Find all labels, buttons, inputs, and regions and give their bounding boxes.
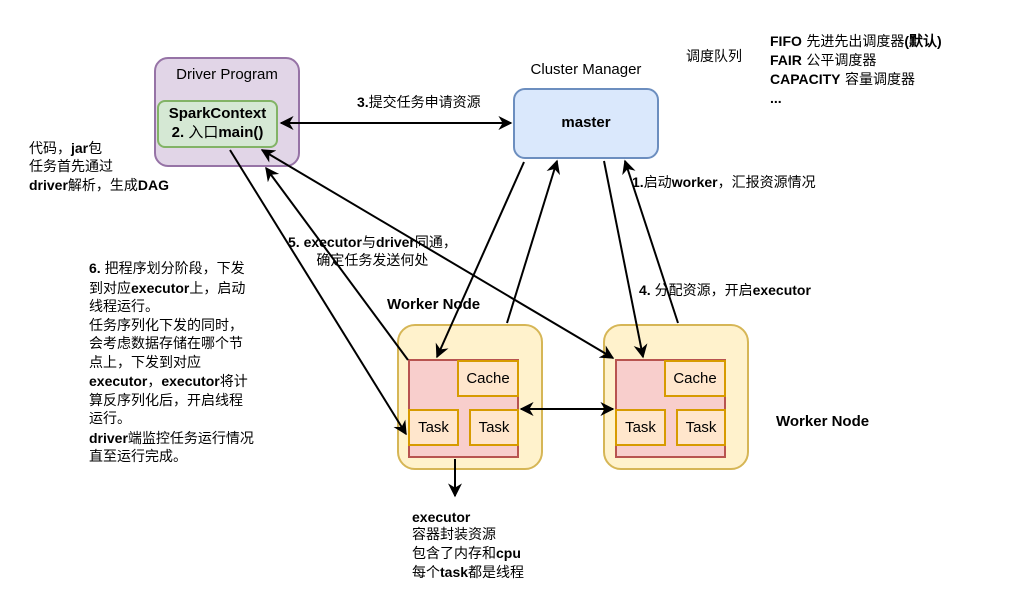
arrow-worker1-to-driver — [265, 166, 409, 361]
scheduler-item-more: ... — [770, 90, 782, 106]
step4-label: 4. 分配资源，开启executor — [639, 282, 811, 299]
task-2b[interactable]: Task — [676, 409, 726, 446]
cache-2[interactable]: Cache — [664, 360, 726, 397]
entry-num: 2. — [171, 124, 189, 141]
task-1a[interactable]: Task — [408, 409, 459, 446]
master-label: master — [561, 114, 611, 131]
arrow-step6-driver-to-task — [229, 149, 407, 436]
entry-main-label: 2. 入口main() — [157, 123, 278, 142]
scheduler-queue-label: 调度队列 — [686, 49, 742, 65]
scheduler-list: FIFO 先进先出调度器(默认) FAIR 公平调度器 CAPACITY 容量调… — [770, 32, 942, 107]
master-node[interactable] — [513, 88, 659, 159]
spark-context-title: SparkContext — [168, 105, 267, 122]
spark-context-label: SparkContext 2. 入口main() — [157, 104, 278, 142]
step3-label: 3.提交任务申请资源 — [357, 94, 481, 111]
cache-1[interactable]: Cache — [457, 360, 519, 397]
scheduler-item-fifo: FIFO 先进先出调度器(默认) — [770, 33, 942, 50]
step6-note: 6. 把程序划分阶段，下发 到对应executor上，启动 线程运行。 任务序列… — [89, 260, 254, 465]
arrow-master-to-worker1 — [435, 161, 525, 359]
entry-cn: 入口 — [188, 123, 219, 141]
spark-context-node[interactable] — [157, 100, 278, 148]
cluster-manager-title: Cluster Manager — [530, 61, 642, 78]
scheduler-item-capacity: CAPACITY 容量调度器 — [770, 71, 915, 88]
arrow-step4-master-to-worker2 — [603, 160, 648, 359]
executor-note: executor 容器封装资源 包含了内存和cpu 每个task都是线程 — [412, 509, 525, 581]
code-note: 代码，jar包 任务首先通过 driver解析，生成DAG — [29, 140, 170, 194]
task-1b[interactable]: Task — [469, 409, 519, 446]
worker-node-2-label: Worker Node — [776, 413, 870, 430]
step1-label: 1.启动worker，汇报资源情况 — [632, 174, 816, 191]
arrow-step5-driver-worker2 — [260, 149, 615, 359]
arrow-step1-worker2-to-master — [622, 159, 679, 324]
task-2a[interactable]: Task — [615, 409, 666, 446]
driver-program-title: Driver Program — [176, 66, 278, 83]
scheduler-item-fair: FAIR 公平调度器 — [770, 52, 877, 69]
entry-fn: main() — [218, 124, 264, 141]
